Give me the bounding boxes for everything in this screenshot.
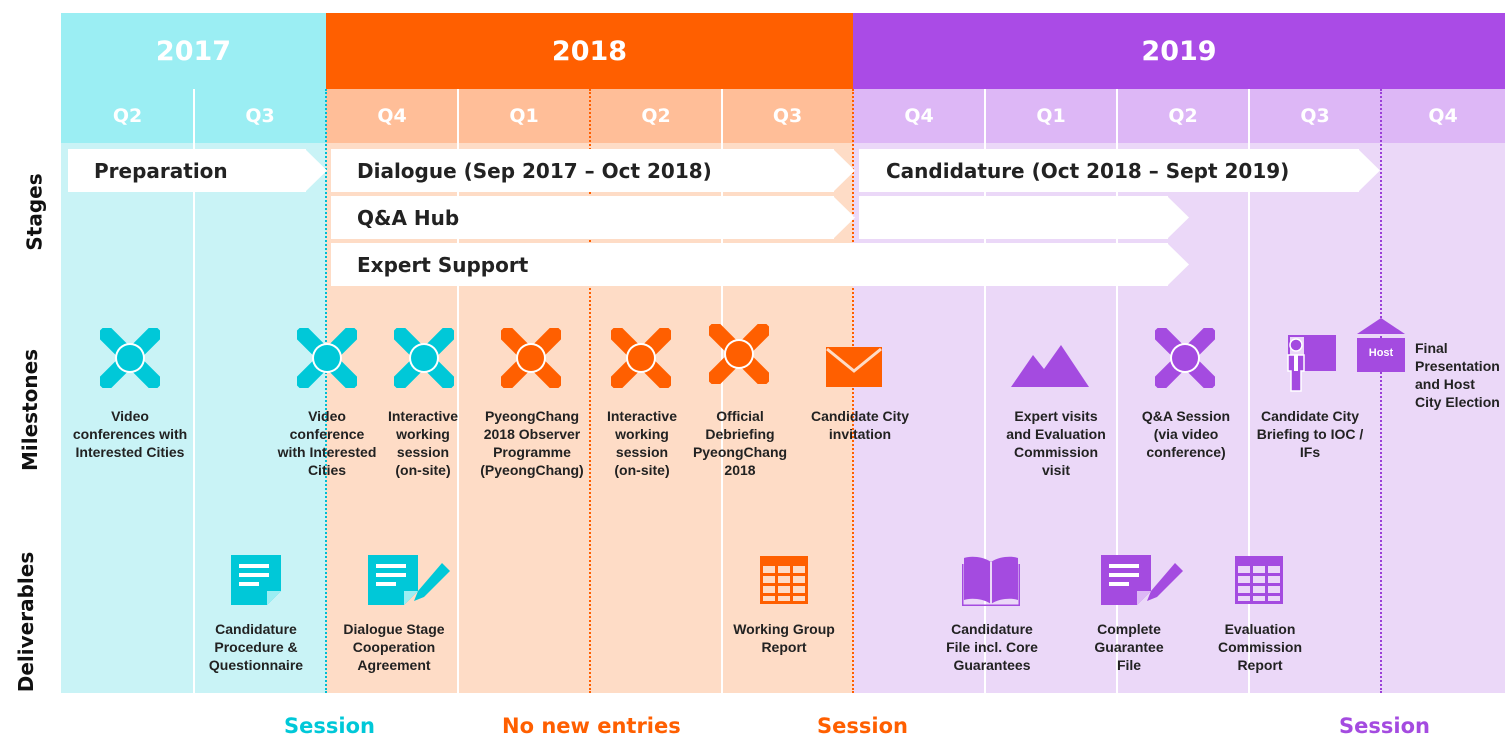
year-2017: 2017: [61, 13, 326, 89]
arrow-tip: [1167, 243, 1189, 286]
deliverable-label: Working Group Report: [733, 621, 835, 655]
quarter-2019-q4: Q4: [1381, 89, 1505, 143]
video-conference-icon: [1155, 328, 1215, 388]
divider: [1248, 89, 1250, 693]
stage-candidature: [859, 149, 1359, 192]
milestone-label: Candidate City invitation: [810, 408, 909, 442]
video-conference-icon: [501, 328, 561, 388]
milestone-label: Video conferences with Interested Cities: [72, 408, 188, 460]
mountains-icon: [1011, 345, 1089, 387]
side-label-stages: Stages: [22, 173, 47, 251]
stage-qa-hub-continued: [859, 196, 1168, 239]
year-2019: 2019: [853, 13, 1505, 89]
year-2018: 2018: [326, 13, 853, 89]
milestone-label: Video conference with Interested Cities: [277, 408, 377, 478]
side-label-milestones: Milestones: [18, 348, 43, 472]
stage-label-dialogue: Dialogue (Sep 2017 – Oct 2018): [357, 159, 712, 183]
quarter-2019-q2: Q2: [1117, 89, 1249, 143]
stage-label-qa-hub: Q&A Hub: [357, 206, 460, 230]
arrow-tip: [833, 149, 855, 192]
stage-qa-hub: [331, 196, 834, 239]
divider: [457, 89, 459, 693]
footer-session-label: Session: [284, 714, 375, 738]
document-icon: [231, 555, 281, 605]
milestone-label: Final Presentation and Host City Electio…: [1415, 340, 1500, 410]
session-line-purple: [1380, 89, 1382, 693]
quarter-2017-q4: Q4: [326, 89, 458, 143]
arrow-tip: [833, 196, 855, 239]
quarter-2017-q2: Q2: [61, 89, 194, 143]
document-sign-icon: [368, 555, 450, 605]
book-icon: [962, 556, 1020, 606]
divider: [721, 89, 723, 693]
host-sign-icon: [1357, 318, 1405, 372]
quarter-2018-q3: Q3: [722, 89, 853, 143]
deliverable-label: Complete Guarantee File: [1094, 621, 1164, 673]
divider: [984, 89, 986, 693]
stage-preparation: [68, 149, 306, 192]
divider: [193, 89, 195, 693]
stage-dialogue: [331, 149, 834, 192]
session-line-teal: [325, 89, 327, 693]
quarter-2018-q2: Q2: [590, 89, 722, 143]
video-conference-icon: [297, 328, 357, 388]
video-conference-icon: [394, 328, 454, 388]
document-sign-icon: [1101, 555, 1183, 605]
footer-session-label: Session: [1339, 714, 1430, 738]
stage-expert-support: [331, 243, 1168, 286]
video-conference-icon: [611, 328, 671, 388]
deliverable-label: Dialogue Stage Cooperation Agreement: [343, 621, 445, 673]
milestone-label: Q&A Session (via video conference): [1141, 408, 1231, 460]
deliverable-label: Candidature File incl. Core Guarantees: [946, 621, 1038, 673]
stage-label-preparation: Preparation: [94, 159, 228, 183]
side-label-deliverables: Deliverables: [14, 551, 39, 693]
video-conference-icon: [100, 328, 160, 388]
milestone-label: Candidate City Briefing to IOC / IFs: [1256, 408, 1364, 460]
milestone-label: Interactive working session (on-site): [606, 408, 678, 478]
quarter-2017-q3: Q3: [194, 89, 326, 143]
quarter-2018-q4: Q4: [853, 89, 985, 143]
milestone-label: PyeongChang 2018 Observer Programme (Pye…: [480, 408, 584, 478]
session-line-orange: [852, 89, 854, 693]
arrow-tip: [1167, 196, 1189, 239]
envelope-icon: [826, 347, 882, 387]
divider: [1116, 89, 1118, 693]
footer-no-new-entries-label: No new entries: [502, 714, 681, 738]
footer-session-label: Session: [817, 714, 908, 738]
milestone-label: Official Debriefing PyeongChang 2018: [692, 408, 788, 478]
table-icon: [760, 556, 808, 604]
presenter-icon: [1287, 335, 1336, 392]
arrow-tip: [1358, 149, 1380, 192]
no-entries-line: [589, 89, 591, 693]
host-sign-label: Host: [1368, 347, 1394, 359]
stage-label-candidature: Candidature (Oct 2018 – Sept 2019): [886, 159, 1290, 183]
milestone-label: Expert visits and Evaluation Commission …: [1006, 408, 1106, 478]
quarter-2019-q1: Q1: [985, 89, 1117, 143]
deliverable-label: Evaluation Commission Report: [1217, 621, 1302, 673]
milestone-label: Interactive working session (on-site): [387, 408, 459, 478]
quarter-2018-q1: Q1: [458, 89, 590, 143]
table-icon: [1235, 556, 1283, 604]
arrow-tip: [305, 149, 327, 192]
video-conference-icon: [709, 324, 769, 384]
quarter-2019-q3: Q3: [1249, 89, 1381, 143]
deliverable-label: Candidature Procedure & Questionnaire: [208, 621, 304, 673]
stage-label-expert-support: Expert Support: [357, 253, 529, 277]
